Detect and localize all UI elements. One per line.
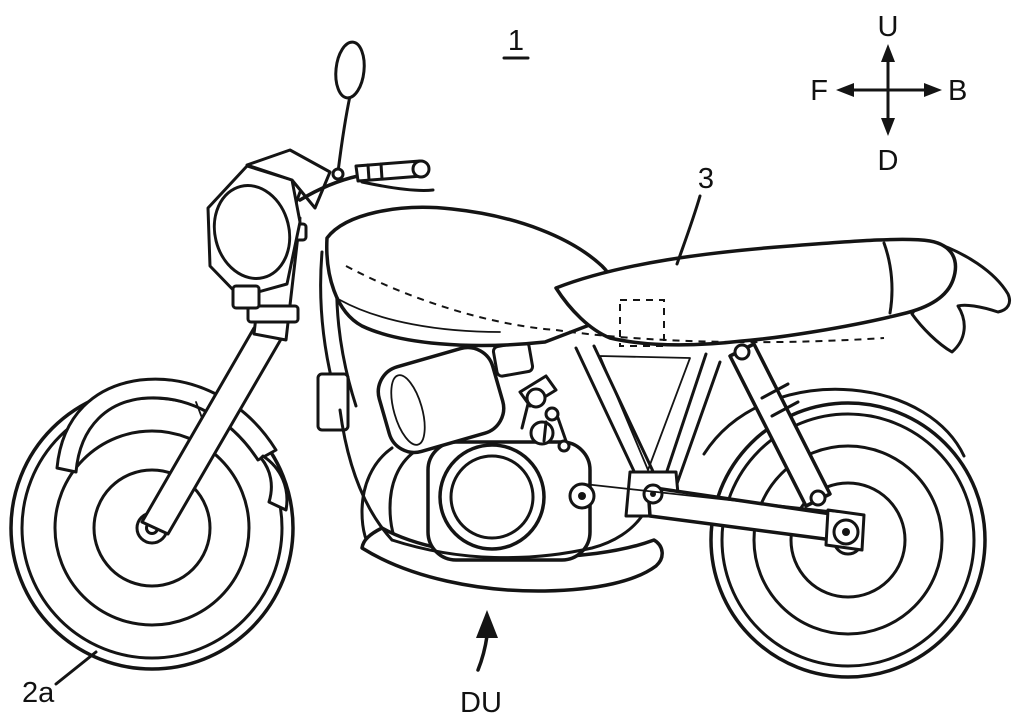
lower-triple-clamp [246, 304, 300, 324]
compass-up-label: U [878, 11, 899, 43]
grip-end [411, 159, 431, 179]
compass-down-arrow-icon [881, 118, 895, 136]
seat-leader-line [675, 194, 702, 266]
swingarm [568, 482, 866, 552]
du-arrowhead-icon [476, 610, 498, 638]
front-wheel-reference: 2a [22, 650, 98, 709]
seat-reference: 3 [675, 163, 714, 266]
cylinder [376, 345, 506, 455]
engine [376, 340, 592, 562]
compass-down-label: D [878, 145, 899, 177]
compass-up-arrow-icon [881, 44, 895, 62]
fuel-tank [325, 205, 620, 348]
compass-front-arrow-icon [836, 83, 854, 97]
du-arrow-shaft [476, 634, 489, 672]
seat-ref-label: 3 [698, 163, 714, 195]
compass-front-label: F [810, 75, 828, 107]
engine-cover [438, 443, 546, 551]
seat [554, 237, 958, 347]
du-indicator: DU [460, 610, 502, 719]
rear-shock [728, 342, 832, 508]
figure-number-label: 1 [508, 25, 524, 57]
frame [316, 248, 722, 560]
compass-back-label: B [948, 75, 967, 107]
compass-back-arrow-icon [924, 83, 942, 97]
handlebar [298, 159, 435, 202]
direction-compass: U D F B [810, 11, 967, 177]
rear-fender [702, 387, 966, 458]
figure-number: 1 [502, 25, 530, 60]
du-label: DU [460, 687, 502, 719]
front-reflector [231, 284, 261, 310]
hidden-edge-dashes [345, 265, 885, 347]
drive-chain [583, 483, 839, 513]
front-wheel-leader-line [54, 650, 98, 686]
mirror [331, 40, 366, 181]
brake-lever [360, 180, 435, 192]
front-wheel-ref-label: 2a [22, 677, 55, 709]
